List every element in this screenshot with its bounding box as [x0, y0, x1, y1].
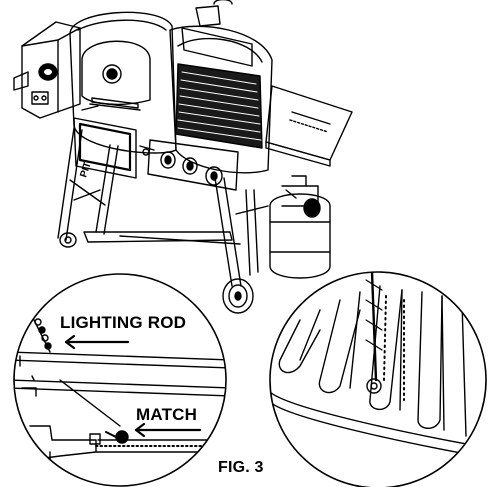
detail-lighting-rod: [13, 273, 227, 487]
arrow-lighting-rod: [64, 334, 130, 350]
burner-tube: [14, 351, 226, 427]
pellet-hopper: [13, 21, 81, 119]
arrow-match: [134, 422, 202, 438]
control-knob: [182, 157, 198, 175]
control-knob: [205, 166, 223, 186]
burner-panel: [139, 139, 239, 191]
match-stick: [105, 430, 129, 444]
brand-text: PIT: [78, 161, 93, 179]
wheel-rear: [59, 232, 77, 248]
control-knob: [160, 151, 176, 169]
match-label: MATCH: [136, 405, 198, 424]
igniter-probe: [365, 272, 383, 394]
propane-tank: [269, 175, 331, 279]
control-panel: [73, 105, 137, 179]
grate-ribs: [270, 285, 486, 459]
grill-illustration: PIT: [13, 0, 353, 314]
detail-grate: [269, 271, 487, 487]
wheel-front: [222, 278, 254, 314]
grill-barrel: [169, 0, 273, 174]
burner-manifold: [29, 425, 226, 479]
figure-caption: FIG. 3: [218, 459, 264, 476]
lighting-rod-label: LIGHTING ROD: [60, 313, 187, 332]
side-shelf: [265, 85, 353, 167]
